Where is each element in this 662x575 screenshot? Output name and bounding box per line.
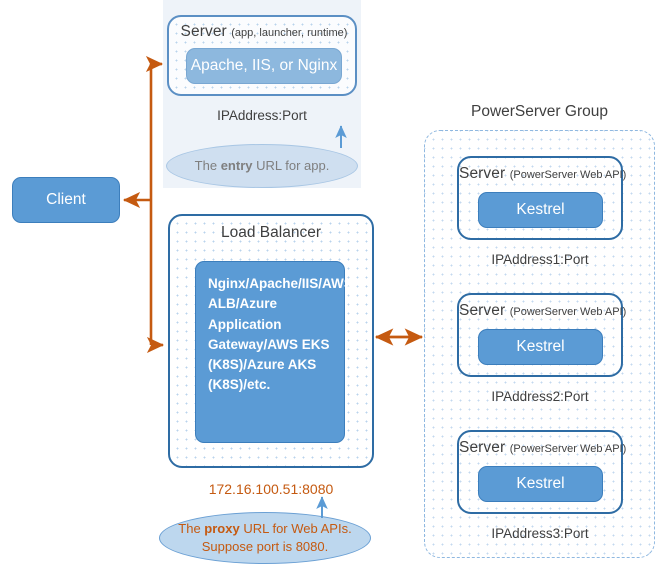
entry-url-note-text: The entry URL for app. bbox=[195, 157, 330, 175]
proxy-url-note: The proxy URL for Web APIs. Suppose port… bbox=[159, 512, 371, 564]
powerserver-server-3[interactable]: Server (PowerServer Web API) Kestrel bbox=[457, 430, 626, 514]
app-server-header-sub: (app, launcher, runtime) bbox=[231, 27, 348, 39]
web-server-runtime-label: Apache, IIS, or Nginx bbox=[190, 57, 338, 74]
web-server-runtime-box[interactable]: Apache, IIS, or Nginx bbox=[186, 48, 342, 84]
powerserver-server-3-address: IPAddress3:Port bbox=[491, 526, 589, 541]
client-label: Client bbox=[46, 191, 86, 208]
load-balancer-inner-label: Nginx/Apache/IIS/AWS ALB/Azure Applicati… bbox=[208, 276, 353, 393]
powerserver-server-3-header-main: Server bbox=[459, 439, 506, 456]
entry-url-note: The entry URL for app. bbox=[166, 144, 358, 188]
client-box[interactable]: Client bbox=[12, 177, 120, 223]
powerserver-server-2-header: Server (PowerServer Web API) bbox=[459, 302, 626, 320]
kestrel-label-3: Kestrel bbox=[516, 475, 565, 492]
entry-url-suffix: URL for app. bbox=[252, 158, 330, 174]
powerserver-server-2[interactable]: Server (PowerServer Web API) Kestrel bbox=[457, 293, 626, 377]
proxy-url-note-line2: Suppose port is 8080. bbox=[201, 539, 329, 554]
entry-url-prefix: The bbox=[194, 158, 221, 174]
powerserver-server-1-header: Server (PowerServer Web API) bbox=[459, 165, 626, 183]
powerserver-server-1-address: IPAddress1:Port bbox=[491, 252, 589, 267]
app-server-header-main: Server bbox=[180, 23, 227, 40]
proxy-url-note-line1: The proxy URL for Web APIs. bbox=[178, 520, 351, 538]
load-balancer-box[interactable]: Load Balancer Nginx/Apache/IIS/AWS ALB/A… bbox=[168, 214, 374, 468]
powerserver-server-2-header-sub: (PowerServer Web API) bbox=[509, 306, 627, 318]
powerserver-server-2-header-main: Server bbox=[459, 302, 506, 319]
app-server-header: Server (app, launcher, runtime) bbox=[169, 23, 359, 41]
powerserver-server-1-header-sub: (PowerServer Web API) bbox=[509, 169, 627, 181]
powerserver-server-3-header-sub: (PowerServer Web API) bbox=[509, 443, 627, 455]
proxy-url-prefix: The bbox=[178, 521, 205, 537]
kestrel-box-3[interactable]: Kestrel bbox=[478, 466, 603, 502]
kestrel-label-2: Kestrel bbox=[516, 338, 565, 355]
app-server-box[interactable]: Server (app, launcher, runtime) Apache, … bbox=[167, 15, 357, 96]
powerserver-server-2-address: IPAddress2:Port bbox=[491, 389, 589, 404]
powerserver-group-title: PowerServer Group bbox=[471, 103, 608, 120]
kestrel-label-1: Kestrel bbox=[516, 201, 565, 218]
proxy-url-suffix: URL for Web APIs. bbox=[239, 521, 352, 537]
entry-url-emphasis: entry bbox=[220, 158, 253, 174]
powerserver-server-1-header-main: Server bbox=[459, 165, 506, 182]
load-balancer-inner-box[interactable]: Nginx/Apache/IIS/AWS ALB/Azure Applicati… bbox=[195, 261, 353, 443]
powerserver-server-3-header: Server (PowerServer Web API) bbox=[459, 439, 626, 457]
kestrel-box-2[interactable]: Kestrel bbox=[478, 329, 603, 365]
proxy-address-label: 172.16.100.51:8080 bbox=[208, 481, 334, 497]
kestrel-box-1[interactable]: Kestrel bbox=[478, 192, 603, 228]
load-balancer-title: Load Balancer bbox=[221, 224, 321, 241]
app-server-address-caption: IPAddress:Port bbox=[217, 108, 307, 123]
proxy-url-emphasis: proxy bbox=[204, 521, 240, 537]
powerserver-server-1[interactable]: Server (PowerServer Web API) Kestrel bbox=[457, 156, 626, 240]
